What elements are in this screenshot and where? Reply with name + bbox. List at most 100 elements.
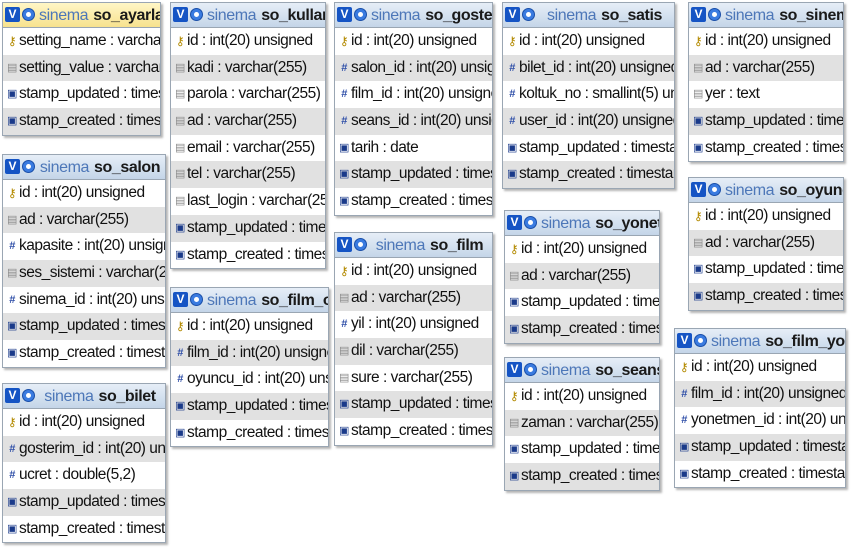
collapse-toggle-icon[interactable]: V: [5, 159, 20, 174]
column-row[interactable]: ⚷id : int(20) unsigned: [171, 28, 325, 55]
gear-icon[interactable]: [524, 363, 537, 376]
column-row[interactable]: ▤dil : varchar(255): [335, 338, 492, 365]
column-row[interactable]: ▣tarih : date: [335, 135, 492, 162]
column-row[interactable]: #salon_id : int(20) unsigned: [335, 54, 492, 82]
collapse-toggle-icon[interactable]: V: [337, 237, 352, 252]
column-row[interactable]: ▣stamp_updated : timestamp: [171, 214, 325, 242]
column-row[interactable]: ▣stamp_updated : timestamp: [335, 161, 492, 189]
column-row[interactable]: ▣stamp_updated : timestamp: [335, 391, 492, 419]
column-row[interactable]: ⚷id : int(20) unsigned: [335, 28, 492, 55]
column-row[interactable]: ▣stamp_created : timestamp: [675, 461, 845, 488]
gear-icon[interactable]: [708, 8, 721, 21]
column-row[interactable]: ▤setting_value : varchar(255): [3, 54, 160, 82]
column-row[interactable]: ▣stamp_updated : timestamp: [3, 81, 160, 108]
column-row[interactable]: ▣stamp_updated : timestamp: [689, 108, 843, 135]
column-row[interactable]: ▤ad : varchar(255): [335, 284, 492, 312]
collapse-toggle-icon[interactable]: V: [505, 7, 520, 22]
column-row[interactable]: ▤ad : varchar(255): [505, 262, 659, 290]
column-row[interactable]: #ucret : double(5,2): [3, 462, 165, 489]
collapse-toggle-icon[interactable]: V: [507, 215, 522, 230]
gear-icon[interactable]: [522, 8, 535, 21]
column-row[interactable]: ⚷setting_name : varchar(255): [3, 28, 160, 55]
column-row[interactable]: #sinema_id : int(20) unsigned: [3, 287, 165, 314]
collapse-toggle-icon[interactable]: V: [691, 182, 706, 197]
collapse-toggle-icon[interactable]: V: [5, 388, 20, 403]
column-row[interactable]: ⚷id : int(20) unsigned: [689, 28, 843, 55]
collapse-toggle-icon[interactable]: V: [507, 362, 522, 377]
column-row[interactable]: ▤kadi : varchar(255): [171, 54, 325, 82]
column-row[interactable]: #film_id : int(20) unsigned: [171, 339, 328, 367]
column-row[interactable]: ▣stamp_created : timestamp: [689, 283, 843, 310]
gear-icon[interactable]: [190, 293, 203, 306]
column-row[interactable]: #bilet_id : int(20) unsigned: [503, 54, 674, 82]
column-row[interactable]: ▣stamp_created : timestamp: [171, 242, 325, 269]
column-row[interactable]: ▣stamp_updated : timestamp: [505, 436, 659, 463]
column-row[interactable]: #koltuk_no : smallint(5) unsigned: [503, 81, 674, 108]
collapse-toggle-icon[interactable]: V: [173, 7, 188, 22]
column-row[interactable]: ▤ad : varchar(255): [171, 108, 325, 135]
collapse-toggle-icon[interactable]: V: [677, 333, 692, 348]
column-row[interactable]: ▣stamp_created : timestamp: [3, 516, 165, 543]
column-row[interactable]: ▤ses_sistemi : varchar(255): [3, 260, 165, 287]
collapse-toggle-icon[interactable]: V: [5, 7, 20, 22]
column-row[interactable]: ▣stamp_updated : timestamp: [689, 256, 843, 283]
gear-icon[interactable]: [708, 183, 721, 196]
column-row[interactable]: ▣stamp_created : timestamp: [689, 135, 843, 162]
column-row[interactable]: ▤email : varchar(255): [171, 135, 325, 162]
gear-icon[interactable]: [22, 389, 35, 402]
column-row[interactable]: ▤yer : text: [689, 81, 843, 108]
column-row[interactable]: ▣stamp_updated : timestamp: [505, 289, 659, 316]
column-row[interactable]: ▣stamp_created : timestamp: [505, 316, 659, 343]
column-row[interactable]: #film_id : int(20) unsigned: [675, 380, 845, 408]
column-row[interactable]: ⚷id : int(20) unsigned: [3, 409, 165, 436]
column-row[interactable]: ▤zaman : varchar(255): [505, 409, 659, 437]
column-row[interactable]: #seans_id : int(20) unsigned: [335, 108, 492, 135]
gear-icon[interactable]: [22, 160, 35, 173]
gear-icon[interactable]: [22, 8, 35, 21]
collapse-toggle-icon[interactable]: V: [691, 7, 706, 22]
column-row[interactable]: ⚷id : int(20) unsigned: [689, 203, 843, 230]
column-row[interactable]: #kapasite : int(20) unsigned: [3, 233, 165, 260]
column-row[interactable]: #oyuncu_id : int(20) unsigned: [171, 366, 328, 393]
column-row[interactable]: ⚷id : int(20) unsigned: [505, 383, 659, 410]
collapse-toggle-icon[interactable]: V: [173, 292, 188, 307]
column-row[interactable]: #user_id : int(20) unsigned: [503, 108, 674, 135]
gear-icon[interactable]: [190, 8, 203, 21]
collapse-toggle-icon[interactable]: V: [337, 7, 352, 22]
column-row[interactable]: ▣stamp_created : timestamp: [335, 418, 492, 445]
gear-icon[interactable]: [694, 334, 707, 347]
column-row[interactable]: ⚷id : int(20) unsigned: [675, 354, 845, 381]
column-row[interactable]: ▤sure : varchar(255): [335, 365, 492, 392]
column-row[interactable]: ▤ad : varchar(255): [689, 229, 843, 257]
column-row[interactable]: ▣stamp_updated : timestamp: [3, 313, 165, 341]
column-row[interactable]: ▤ad : varchar(255): [689, 54, 843, 82]
column-row[interactable]: #film_id : int(20) unsigned: [335, 81, 492, 108]
column-row[interactable]: ▤parola : varchar(255): [171, 81, 325, 108]
column-row[interactable]: ▣stamp_created : timestamp: [503, 161, 674, 189]
column-row[interactable]: ▣stamp_updated : timestamp: [675, 434, 845, 461]
column-row[interactable]: #yil : int(20) unsigned: [335, 311, 492, 338]
column-row[interactable]: ⚷id : int(20) unsigned: [171, 313, 328, 340]
gear-icon[interactable]: [354, 238, 367, 251]
column-row[interactable]: ⚷id : int(20) unsigned: [3, 180, 165, 207]
